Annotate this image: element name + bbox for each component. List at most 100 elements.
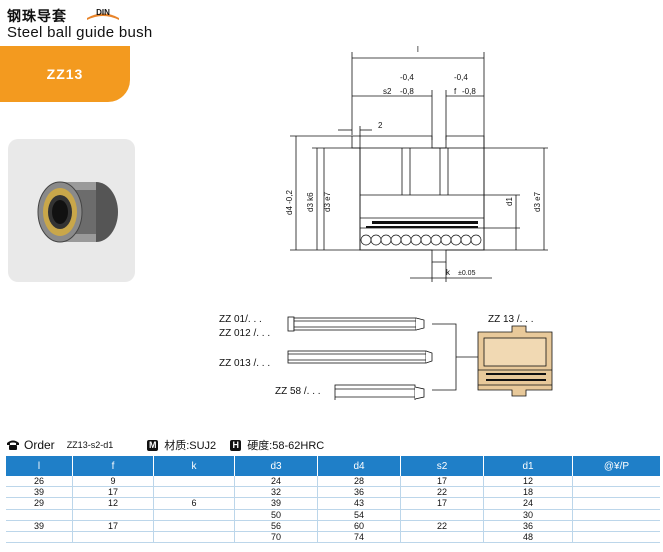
cell-d4: 54 [317, 509, 401, 521]
cell-k [153, 531, 235, 544]
table-row: 29 12 6 39 43 17 24 [6, 497, 660, 510]
material-icon: M [147, 439, 159, 451]
cell-d3: 56 [234, 520, 318, 532]
cell-d1: 18 [483, 486, 573, 499]
cell-price [572, 520, 660, 532]
cell-price [572, 497, 660, 510]
table-row: 70 74 48 [6, 531, 660, 544]
technical-drawing: l -0,4 s2 -0,8 -0,4 f -0,8 2 d4 -0,2 d3 … [219, 45, 553, 400]
cell-d4: 28 [317, 476, 401, 488]
model-tab: ZZ13 [0, 46, 130, 102]
cell-l: 39 [6, 486, 73, 499]
hardness-spec: 硬度:58-62HRC [247, 440, 325, 452]
dim-l: l [417, 45, 419, 54]
order-code: ZZ13-s2-d1 [66, 440, 114, 450]
product-photo [8, 139, 135, 282]
col-header-f: f [72, 456, 154, 476]
cell-price [572, 509, 660, 521]
cell-d4: 74 [317, 531, 401, 544]
din-badge-icon: DIN [87, 8, 119, 20]
table-row: 26 9 24 28 17 12 [6, 476, 660, 488]
cell-l: 26 [6, 476, 73, 488]
cell-l [6, 509, 73, 521]
cell-d4: 60 [317, 520, 401, 532]
table-row: 39 17 32 36 22 18 [6, 486, 660, 499]
dim-k-tol: ±0.05 [458, 270, 476, 277]
label-f: f [454, 87, 457, 96]
cell-f: 9 [72, 476, 154, 488]
cell-k [153, 486, 235, 499]
cell-s2: 17 [400, 497, 484, 510]
cell-d4: 43 [317, 497, 401, 510]
phone-icon [7, 440, 19, 450]
dim-d4: d4 -0,2 [285, 190, 294, 215]
col-header-k: k [153, 456, 235, 476]
cell-k [153, 520, 235, 532]
ref-zz01: ZZ 01/. . . [219, 314, 262, 325]
cell-d1: 12 [483, 476, 573, 488]
product-title-cn: 钢珠导套 [7, 8, 67, 24]
cell-d3: 39 [234, 497, 318, 510]
cell-d1: 30 [483, 509, 573, 521]
col-header-d3: d3 [234, 456, 318, 476]
cell-f: 12 [72, 497, 154, 510]
cell-d4: 36 [317, 486, 401, 499]
order-info: Order ZZ13-s2-d1 M 材质:SUJ2 H 硬度:58-62HRC [6, 437, 334, 453]
table-header-row: l f k d3 d4 s2 d1 @¥/P [6, 456, 660, 476]
cell-k [153, 476, 235, 488]
cell-s2 [400, 509, 484, 521]
cell-d3: 70 [234, 531, 318, 544]
tol-f-lower: -0,8 [462, 87, 476, 96]
cell-s2: 17 [400, 476, 484, 488]
dim-d3-e7-right: d3 e7 [533, 191, 542, 212]
tol-s2-upper: -0,4 [400, 73, 414, 82]
dimension-table: l f k d3 d4 s2 d1 @¥/P 26 9 24 28 17 12 … [6, 456, 660, 544]
cell-k [153, 509, 235, 521]
ref-zz58: ZZ 58 /. . . [275, 386, 321, 397]
cell-l: 39 [6, 520, 73, 532]
cell-l: 29 [6, 497, 73, 510]
col-header-d4: d4 [317, 456, 401, 476]
col-header-price: @¥/P [572, 456, 660, 476]
cell-l [6, 531, 73, 544]
table-row: 50 54 30 [6, 509, 660, 521]
cell-price [572, 531, 660, 544]
ball-bush-image [37, 181, 118, 243]
ref-zz13: ZZ 13 /. . . [488, 314, 534, 325]
model-tab-label: ZZ13 [46, 66, 84, 82]
tol-s2-lower: -0,8 [400, 87, 414, 96]
cell-d1: 36 [483, 520, 573, 532]
material-spec: 材质:SUJ2 [164, 440, 217, 452]
ref-zz012: ZZ 012 /. . . [219, 328, 270, 339]
cell-k: 6 [153, 497, 235, 510]
col-header-s2: s2 [400, 456, 484, 476]
cell-price [572, 476, 660, 488]
label-s2: s2 [383, 87, 392, 96]
table-row: 39 17 56 60 22 36 [6, 520, 660, 532]
cell-d1: 24 [483, 497, 573, 510]
tol-f-upper: -0,4 [454, 73, 468, 82]
cell-price [572, 486, 660, 499]
dim-d1: d1 [505, 197, 514, 206]
cell-d1: 48 [483, 531, 573, 544]
cell-f [72, 509, 154, 521]
dim-2: 2 [378, 121, 383, 130]
cell-d3: 32 [234, 486, 318, 499]
din-badge-text: DIN [96, 8, 110, 17]
cell-d3: 24 [234, 476, 318, 488]
cell-d3: 50 [234, 509, 318, 521]
cell-s2: 22 [400, 520, 484, 532]
col-header-d1: d1 [483, 456, 573, 476]
cell-s2 [400, 531, 484, 544]
cell-s2: 22 [400, 486, 484, 499]
dim-d3-e7-left: d3 e7 [323, 191, 332, 212]
cell-f [72, 531, 154, 544]
order-label: Order [24, 438, 55, 452]
col-header-l: l [6, 456, 73, 476]
dim-k: k [446, 268, 451, 277]
hardness-icon: H [230, 439, 242, 451]
product-title-en: Steel ball guide bush [7, 24, 153, 41]
cell-f: 17 [72, 486, 154, 499]
dim-d3-k6: d3 k6 [306, 192, 315, 212]
cell-f: 17 [72, 520, 154, 532]
